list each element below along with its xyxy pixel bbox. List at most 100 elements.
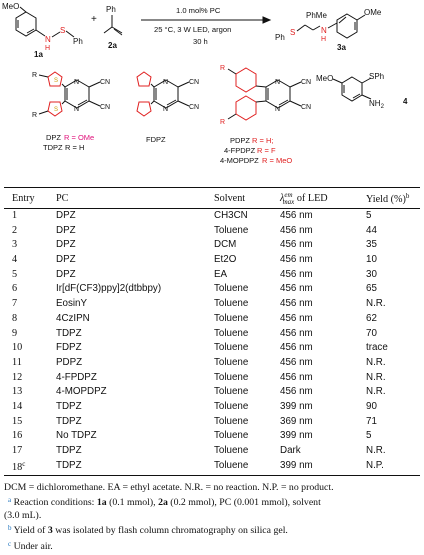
atom-n-3: N	[163, 79, 168, 86]
row-solvent: Toluene	[214, 297, 280, 312]
table-top-rule	[4, 187, 420, 188]
row-entry-text: 16	[12, 430, 23, 442]
label-1a: 1a	[34, 50, 43, 59]
row-pc-text: TDPZ	[56, 445, 82, 456]
atom-cn-1: CN	[100, 79, 110, 86]
row-yield-text: N.R.	[366, 445, 386, 456]
row-yield: N.R.	[366, 385, 420, 400]
atom-n-1: N	[74, 79, 79, 86]
row-yield: 35	[366, 238, 420, 253]
header-led-text: of LED	[294, 192, 328, 204]
row-solvent: Toluene	[214, 341, 280, 356]
row-pc-text: TDPZ	[56, 327, 82, 339]
footnote-a-mark: a	[8, 496, 12, 505]
row-solvent-text: Toluene	[214, 415, 249, 427]
row-yield: 62	[366, 312, 420, 327]
row-led: 369 nm	[280, 415, 366, 430]
row-yield: 5	[366, 209, 420, 224]
row-led: 456 nm	[280, 312, 366, 327]
atom-ph: Ph	[73, 37, 83, 46]
row-pc-text: FDPZ	[56, 342, 82, 354]
row-entry: 9	[4, 327, 56, 342]
row-yield-text: 65	[366, 283, 377, 295]
row-solvent-text: Toluene	[214, 400, 249, 412]
row-pc: 4CzIPN	[56, 312, 214, 327]
row-solvent-text: Toluene	[214, 327, 249, 339]
row-solvent-text: Toluene	[214, 459, 249, 471]
row-pc: 4-FPDPZ	[56, 371, 214, 386]
row-entry: 10	[4, 341, 56, 356]
atom-sph: SPh	[369, 72, 384, 81]
row-pc-text: No TDPZ	[56, 430, 97, 442]
row-yield: 90	[366, 400, 420, 415]
footnote-c-text: Under air.	[13, 540, 53, 552]
row-solvent-text: Toluene	[214, 224, 249, 236]
row-yield-text: N.R.	[366, 371, 386, 383]
row-led: 456 nm	[280, 224, 366, 239]
atom-cn-6: CN	[301, 104, 311, 111]
row-solvent: Et2O	[214, 253, 280, 268]
row-pc-text: DPZ	[56, 254, 76, 266]
row-led: 456 nm	[280, 268, 366, 283]
row-pc: EosinY	[56, 297, 214, 312]
fpdpz-name: 4-FPDPZ	[224, 146, 256, 155]
row-pc: TDPZ	[56, 400, 214, 415]
condition-time: 30 h	[193, 37, 208, 46]
mopdpz-r: R = MeO	[262, 156, 292, 165]
row-solvent: Toluene	[214, 444, 280, 459]
tdpz-name: TDPZ	[43, 143, 63, 152]
table-header: Entry PC Solvent λemmax of LED Yield (%)…	[4, 188, 420, 208]
row-solvent-text: DCM	[214, 239, 237, 251]
pdpz-r: R = H;	[252, 136, 273, 145]
row-led-text: 456 nm	[280, 386, 313, 398]
row-led-text: 456 nm	[280, 254, 313, 266]
row-entry: 14	[4, 400, 56, 415]
row-pc-text: DPZ	[56, 239, 76, 251]
label-3a: 3a	[337, 43, 346, 52]
row-yield: 70	[366, 327, 420, 342]
row-yield-text: 44	[366, 224, 377, 236]
row-entry: 7	[4, 297, 56, 312]
header-led-sub: max	[282, 197, 295, 206]
row-entry: 4	[4, 253, 56, 268]
header-led-sup: em	[284, 190, 293, 199]
row-yield: trace	[366, 341, 420, 356]
atom-s-thienyl-2: S	[54, 107, 58, 113]
row-entry: 8	[4, 312, 56, 327]
compound-3a: Ph S PhMe N H OMe 3a	[275, 8, 382, 52]
row-pc: TDPZ	[56, 415, 214, 430]
row-pc: TDPZ	[56, 459, 214, 474]
results-table: Entry PC Solvent λemmax of LED Yield (%)…	[4, 187, 420, 477]
footnote-b-mark: b	[8, 524, 12, 533]
row-led: 456 nm	[280, 341, 366, 356]
atom-nh2: NH2	[369, 99, 385, 110]
row-yield: N.R.	[366, 371, 420, 386]
compound-2a: Ph 2a	[103, 5, 123, 50]
footnote-a-part: 1a	[96, 497, 107, 509]
row-led: 456 nm	[280, 253, 366, 268]
row-solvent-text: Toluene	[214, 298, 249, 310]
row-pc-text: 4-MOPDPZ	[56, 386, 107, 398]
row-led-text: 456 nm	[280, 224, 313, 236]
row-pc: DPZ	[56, 224, 214, 239]
row-pc: TDPZ	[56, 444, 214, 459]
row-solvent-text: Toluene	[214, 312, 249, 324]
table-footnotes: DCM = dichloromethane. EA = ethyl acetat…	[4, 482, 420, 553]
row-entry-text: 12	[12, 371, 23, 383]
abbrev-note: DCM = dichloromethane. EA = ethyl acetat…	[4, 482, 334, 493]
row-yield: 30	[366, 268, 420, 283]
footnote-a-part: Reaction conditions:	[13, 497, 97, 509]
row-solvent: Toluene	[214, 224, 280, 239]
row-pc-text: DPZ	[56, 224, 76, 236]
atom-cn-4: CN	[189, 104, 199, 111]
